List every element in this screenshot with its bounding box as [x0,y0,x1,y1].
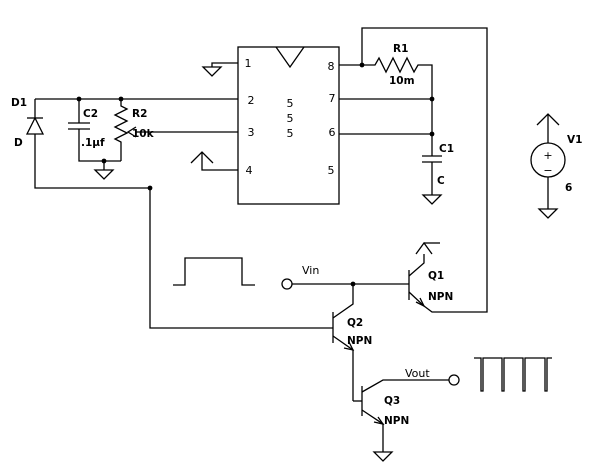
pin-5-label: 5 [328,164,335,177]
q1-value: NPN [428,291,453,303]
wiper-arrow-icon [126,126,137,138]
pin-8-label: 8 [328,60,335,73]
r1-ref: R1 [393,43,408,55]
minus-icon: − [543,164,552,177]
ground-icon [421,194,443,205]
v1-ref: V1 [567,134,582,146]
timing-network: R1 10m C1 C [339,27,488,313]
pin-1-label: 1 [245,57,252,70]
output-pulse-waveform [474,357,552,392]
r2-value: 10k [132,128,155,140]
ic-label-line2: 5 [287,112,294,125]
voltage-source-v1: + − V1 6 [530,113,582,219]
vin-terminal-circle [281,278,293,290]
supply-arrow-icon [190,151,214,164]
d1-ref: D1 [11,97,27,109]
r2-ref: R2 [132,108,147,120]
supply-arrow-icon [415,241,433,255]
ground-icon [372,451,394,462]
ground-icon [201,66,223,77]
d1-value: D [14,137,23,149]
pin-3-label: 3 [248,126,255,139]
transistor-q1: Q1 NPN [408,241,453,308]
r1-value: 10m [389,75,415,87]
transistor-q2: Q2 NPN [149,188,372,401]
c2-value: .1µf [81,137,105,149]
vin-label: Vin [302,264,319,277]
pin4-supply [190,151,238,171]
pin1-ground [201,62,238,77]
ic-555: 5 5 5 1 2 3 4 5 6 7 8 [237,46,340,205]
c1-ref: C1 [439,143,454,155]
pin-2-label: 2 [248,94,255,107]
q3-value: NPN [384,415,409,427]
pin-4-label: 4 [246,164,253,177]
capacitor-c2: C2 .1µf [68,99,121,162]
resistor-r2: R2 10k [113,99,155,161]
v1-value: 6 [565,182,572,194]
plus-icon: + [543,149,552,162]
ground-icon [93,169,115,180]
q2-base-wire [149,188,333,329]
vout-label: Vout [405,367,430,380]
diode-d1: D1 D [11,97,150,189]
ic-body [237,46,340,205]
q2-value: NPN [347,335,372,347]
c1-value: C [437,175,445,187]
ground-icon [537,208,559,219]
vout-terminal-circle [448,374,460,386]
resistor-r1 [362,56,433,99]
pin-6-label: 6 [329,126,336,139]
feedback-wire [361,27,488,313]
q3-ref: Q3 [384,395,400,407]
vin-terminal: Vin [281,264,409,290]
ic-notch [275,46,305,69]
q2-ref: Q2 [347,317,363,329]
c2-r2-ground [93,161,115,180]
input-pulse-waveform [173,257,255,286]
ic-label-line3: 5 [287,127,294,140]
c2-ref: C2 [83,108,98,120]
transistor-q3: Q3 NPN Vout [353,367,460,462]
pin-7-label: 7 [329,92,336,105]
ic-label-line1: 5 [287,97,294,110]
q1-ref: Q1 [428,270,444,282]
